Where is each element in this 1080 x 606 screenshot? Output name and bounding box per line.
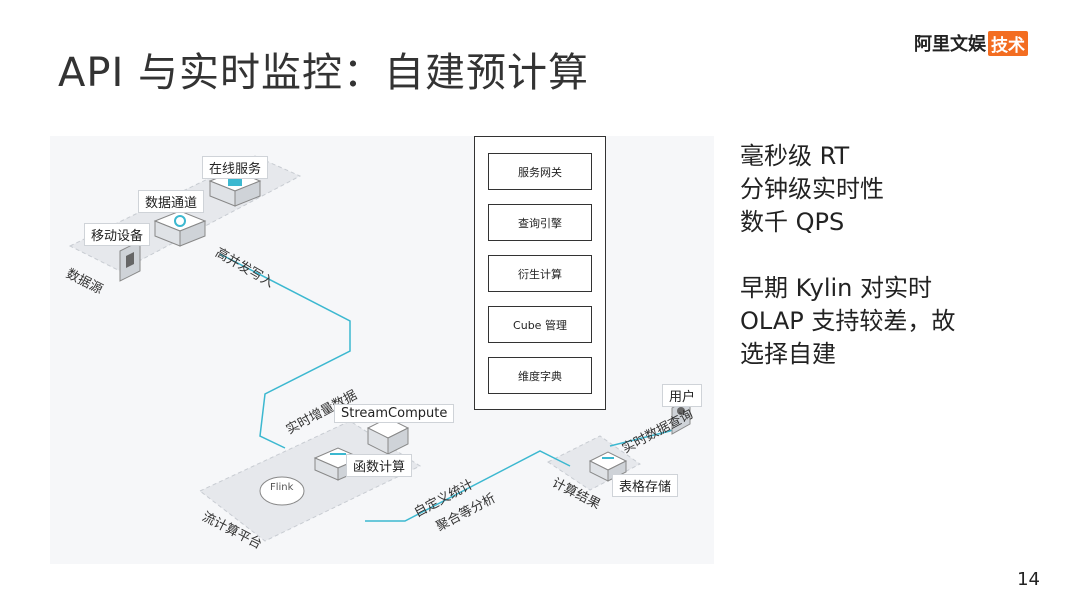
architecture-diagram: 在线服务 数据通道 移动设备 数据源 高并发写入 实时增量数据 StreamCo…: [50, 136, 714, 564]
key-points: 毫秒级 RT 分钟级实时性 数千 QPS 早期 Kylin 对实时 OLAP 支…: [740, 140, 955, 371]
page-title: API 与实时监控：自建预计算: [58, 50, 589, 96]
point-kylin-2: OLAP 支持较差，故: [740, 307, 956, 335]
data-channel-label: 数据通道: [138, 190, 205, 213]
flink-label: Flink: [270, 482, 294, 493]
brand-tag: 技术: [988, 30, 1028, 56]
page-number: 14: [1017, 569, 1040, 590]
point-rt: 毫秒级 RT: [740, 142, 850, 170]
brand-logo: 阿里文娱 技术: [914, 30, 1028, 56]
table-store-icon: [588, 451, 628, 482]
derived-compute-box: 衍生计算: [488, 255, 592, 292]
point-kylin-1: 早期 Kylin 对实时: [740, 274, 932, 302]
service-gateway-box: 服务网关: [488, 153, 592, 190]
stream-platform: [199, 420, 422, 542]
point-kylin-3: 选择自建: [740, 340, 836, 368]
function-compute-label: 函数计算: [346, 454, 413, 477]
brand-name: 阿里文娱: [914, 34, 986, 55]
service-stack: 服务网关 查询引擎 衍生计算 Cube 管理 维度字典: [474, 136, 606, 410]
stream-compute-label: StreamCompute: [334, 404, 455, 423]
channel-icon: [153, 210, 207, 247]
flow-line-analysis: [365, 450, 571, 522]
point-qps: 数千 QPS: [740, 208, 845, 236]
point-realtime: 分钟级实时性: [740, 175, 884, 203]
online-service-label: 在线服务: [202, 156, 269, 179]
flink-icon: [259, 476, 305, 506]
dimension-dictionary-box: 维度字典: [488, 357, 592, 394]
mobile-device-label: 移动设备: [84, 223, 151, 246]
query-engine-box: 查询引擎: [488, 204, 592, 241]
cube-management-box: Cube 管理: [488, 306, 592, 343]
flow-line-write: [219, 253, 351, 449]
table-store-label: 表格存储: [612, 474, 679, 497]
user-label: 用户: [662, 384, 703, 407]
